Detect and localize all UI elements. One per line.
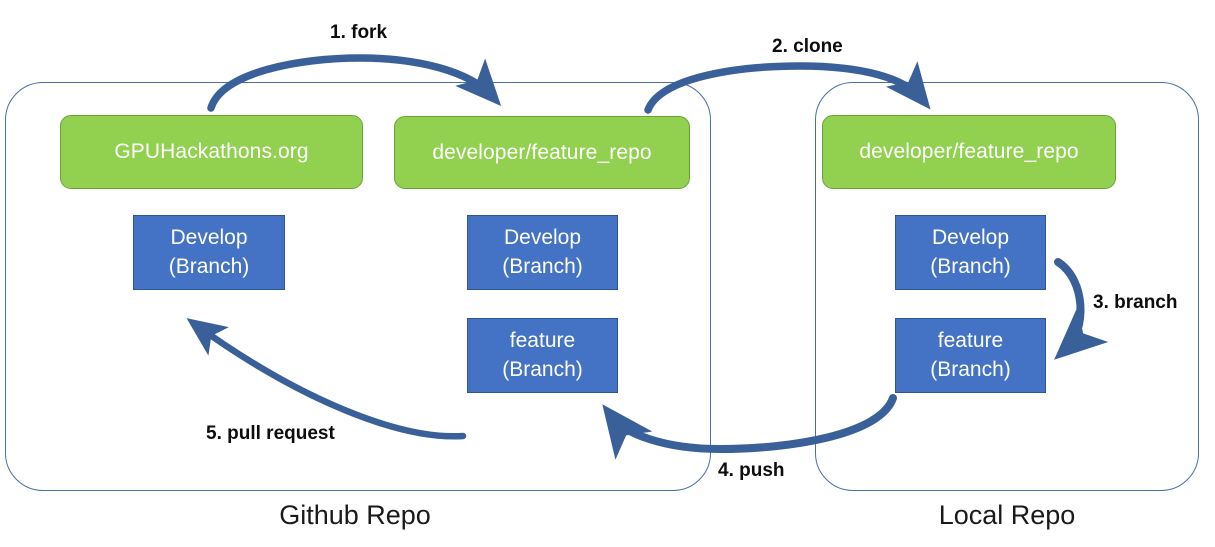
repo-box-local[interactable]: developer/feature_repo [822,115,1116,189]
step-label-branch: 3. branch [1093,292,1178,313]
branch-box-fork-develop-line2: (Branch) [502,254,583,278]
repo-box-forked[interactable]: developer/feature_repo [394,116,690,189]
step-label-push: 4. push [718,460,785,481]
repo-box-local-label: developer/feature_repo [859,140,1079,163]
branch-box-local-feature-line2: (Branch) [930,357,1011,381]
step-label-fork: 1. fork [330,22,388,43]
branch-box-local-develop-line1: Develop [931,225,1010,249]
branch-box-fork-feature[interactable]: feature (Branch) [467,318,618,393]
step-label-pull-request: 5. pull request [206,423,335,444]
branch-box-fork-feature-line2: (Branch) [502,357,583,381]
local-repo-container [815,82,1199,491]
branch-box-github-develop-line2: (Branch) [168,254,250,278]
local-repo-caption: Local Repo [938,500,1076,530]
branch-box-github-develop-line1: Develop [170,225,248,249]
github-repo-caption: Github Repo [279,500,431,530]
branch-box-local-feature[interactable]: feature (Branch) [895,318,1046,393]
branch-box-local-develop-line2: (Branch) [930,254,1011,278]
branch-box-fork-develop-line1: Develop [503,225,582,249]
repo-box-forked-label: developer/feature_repo [432,140,652,164]
step-label-clone: 2. clone [772,36,843,57]
repo-box-upstream-label: GPUHackathons.org [114,140,309,163]
branch-box-local-develop[interactable]: Develop (Branch) [895,215,1046,290]
repo-box-upstream[interactable]: GPUHackathons.org [60,115,363,189]
branch-box-local-feature-line1: feature [937,328,1004,352]
branch-box-fork-develop[interactable]: Develop (Branch) [467,215,618,290]
branch-box-fork-feature-line1: feature [509,328,576,352]
branch-box-github-develop[interactable]: Develop (Branch) [133,215,285,290]
